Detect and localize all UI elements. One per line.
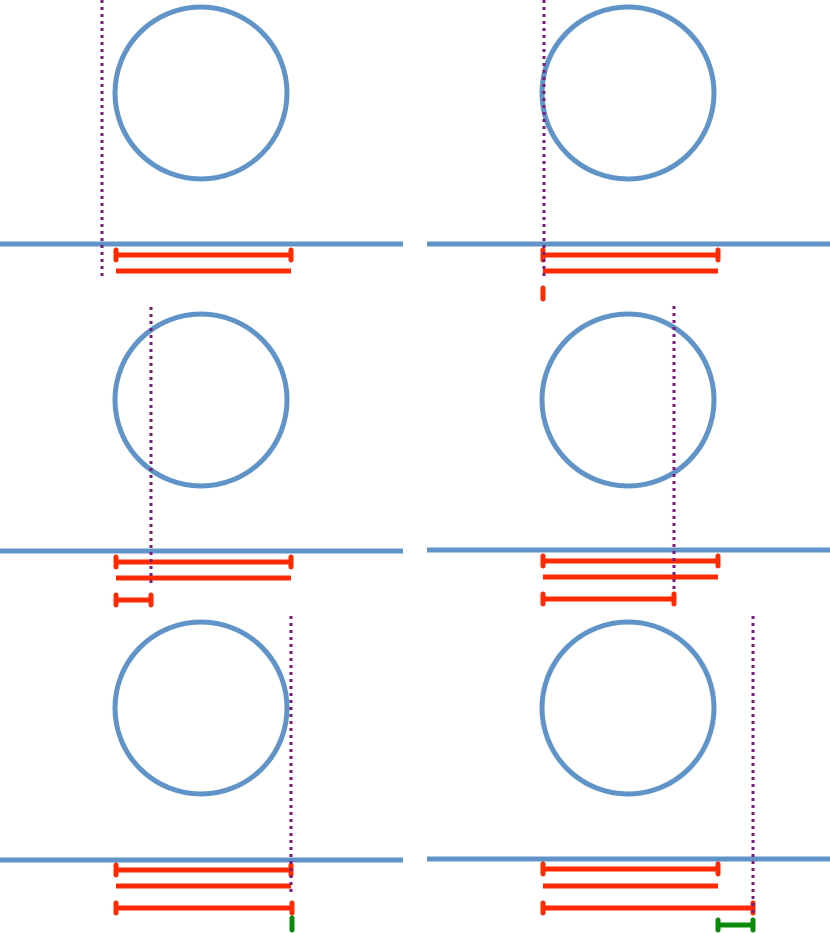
circle [539, 4, 717, 182]
panel-4 [427, 306, 830, 607]
circle [112, 4, 290, 182]
panel-2 [427, 0, 830, 302]
panel-5 [0, 616, 403, 933]
panel-6 [427, 616, 830, 933]
circle [112, 619, 290, 797]
panel-1 [0, 0, 403, 278]
circle [539, 311, 717, 489]
panel-3 [0, 307, 403, 608]
circle [112, 311, 290, 489]
circle [539, 619, 717, 797]
